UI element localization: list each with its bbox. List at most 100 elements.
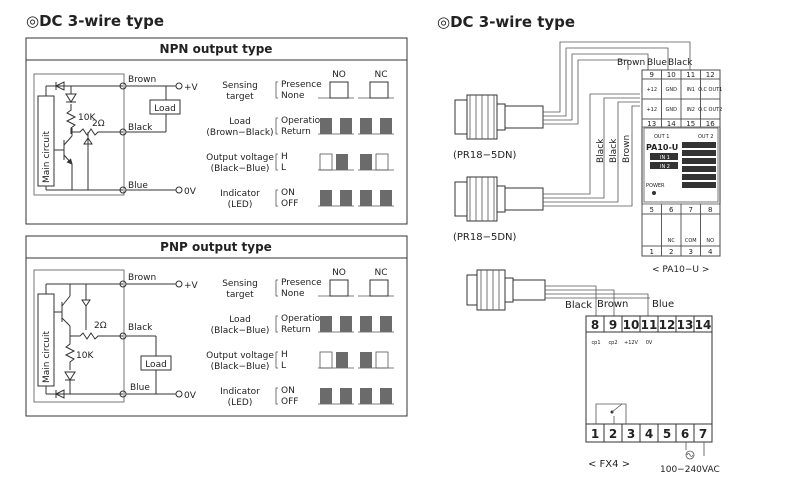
pnp-row-bracket [275,315,278,333]
pa10-terminal-number: 2 [669,248,673,256]
npn-no-pulse [340,190,352,206]
pnp-brown-label: Brown [128,273,156,283]
fx4-relay-contact [595,403,627,424]
pnp-nc-pulse [380,316,392,332]
npn-title: NPN output type [160,42,273,56]
pnp-nc-pulse [375,351,389,369]
pnp-row-1-opt2: None [281,289,305,299]
pa10-out2: OUT 2 [698,134,713,140]
pa10-terminal-number: 8 [708,206,712,214]
npn-row-1-opt1: Presence [281,80,322,90]
pnp-nc-pulse [380,388,392,404]
pa10-terminal-number: 16 [706,120,715,128]
pnp-row-4-sublabel: (LED) [228,398,253,408]
fx4-wire-blue: Blue [652,299,674,310]
npn-row-3-label: Output voltage [206,153,274,163]
pa10-relay-label: NO [706,238,714,244]
pnp-blue-label: Blue [130,383,150,393]
pnp-title: PNP output type [160,240,272,254]
pnp-no-pulse [340,388,352,404]
fx4-terminal [693,423,713,443]
pa10-terminal-number: 5 [650,206,654,214]
npn-main-circuit-label: Main circuit [42,131,52,183]
pa10-relay-label: COM [685,238,697,244]
pa10-terminal-number: 12 [706,71,715,79]
npn-row-2-opt1: Operation [281,116,326,126]
pa10-terminal-number: 4 [708,248,713,256]
fx4-terminal-number: 3 [627,427,635,441]
pa10-terminal-label: O.C OUT1 [698,87,722,93]
pnp-no-pulse [319,351,333,369]
npn-no-pulse [340,118,352,134]
npn-r1-label: 10K [78,113,96,123]
pnp-nc-pulse [369,279,389,297]
pnp-rows: SensingtargetPresenceNoneLoad(Black−Blue… [206,278,394,408]
pnp-row-4-opt1: ON [281,386,295,396]
wire-vertical-black-1: Black [596,138,606,163]
npn-nc-pulse [369,81,389,99]
fx4-terminal-number: 12 [659,318,676,332]
npn-load-label: Load [154,104,176,114]
fx4-terminal-number: 8 [591,318,599,332]
pa10-terminal [700,245,721,257]
pa10-terminal-label: GND [666,87,678,93]
npn-circuit: Main circuit 10K 2Ω [33,73,199,197]
pnp-row-bracket [275,351,278,369]
pnp-no-header: NO [332,268,346,278]
pa10-out1: OUT 1 [654,134,669,140]
npn-brown-label: Brown [128,75,156,85]
npn-panel: NPN output type Main circuit 10K [25,37,408,225]
pnp-row-3-opt2: L [281,361,286,371]
fx4-terminal-number: 11 [641,318,658,332]
npn-rows: SensingtargetPresenceNoneLoad(Brown−Blac… [206,80,394,210]
pnp-no-pulse [329,279,349,297]
pa10-terminal-number: 14 [667,120,676,128]
npn-timing: NO NC SensingtargetPresenceNoneLoad(Brow… [206,70,394,210]
pnp-zero-v: 0V [184,391,197,401]
npn-zero-v: 0V [184,187,197,197]
pnp-row-2-opt1: Operation [281,314,326,324]
fx4-terminal-number: 6 [681,427,689,441]
pnp-no-pulse [340,316,352,332]
pnp-nc-pulse [360,388,372,404]
pnp-circuit: Main circuit 2Ω 10K [33,269,199,403]
npn-row-2-sublabel: (Brown−Black) [206,128,273,138]
npn-no-pulse [336,154,348,170]
pnp-plus-v: +V [184,281,199,291]
fx4-caption: < FX4 > [588,459,630,470]
fx4-wire-black: Black [565,300,592,311]
npn-r2-label: 2Ω [92,119,105,129]
pa10-caption: < PA10−U > [652,265,709,275]
npn-no-pulse [319,153,333,171]
pa10-terminal-number: 11 [686,71,695,79]
npn-row-4-label: Indicator [220,189,260,199]
pa10-terminal-label: +12 [646,107,657,113]
fx4-terminal-sublabel: 0V [646,340,653,346]
proximity-sensor-1 [454,94,544,140]
npn-black-label: Black [128,123,153,133]
npn-row-1-label: Sensing [222,81,258,91]
fx4-terminal-number: 10 [623,318,640,332]
pnp-black-label: Black [128,323,153,333]
pnp-nc-pulse [360,316,372,332]
npn-row-3-sublabel: (Black−Blue) [211,164,270,174]
pnp-row-2-opt2: Return [281,325,311,335]
pa10-terminal-label: +12 [646,87,657,93]
pa10-terminal-number: 1 [650,248,654,256]
fx4-terminal [693,315,713,333]
pa10-terminal-label: GND [666,107,678,113]
pa10-relay-label: NC [668,238,676,244]
pa10-terminal-label: O.C OUT2 [698,107,722,113]
fx4-terminal-number: 9 [609,318,617,332]
fx4-wire-brown: Brown [597,299,628,310]
npn-no-header: NO [332,70,346,80]
npn-nc-pulse [360,190,372,206]
npn-nc-header: NC [374,70,387,80]
pnp-row-1-label: Sensing [222,279,258,289]
npn-no-pulse [320,118,332,134]
pnp-row-3-label: Output voltage [206,351,274,361]
sensor-1-model: (PR18−5DN) [453,150,517,161]
